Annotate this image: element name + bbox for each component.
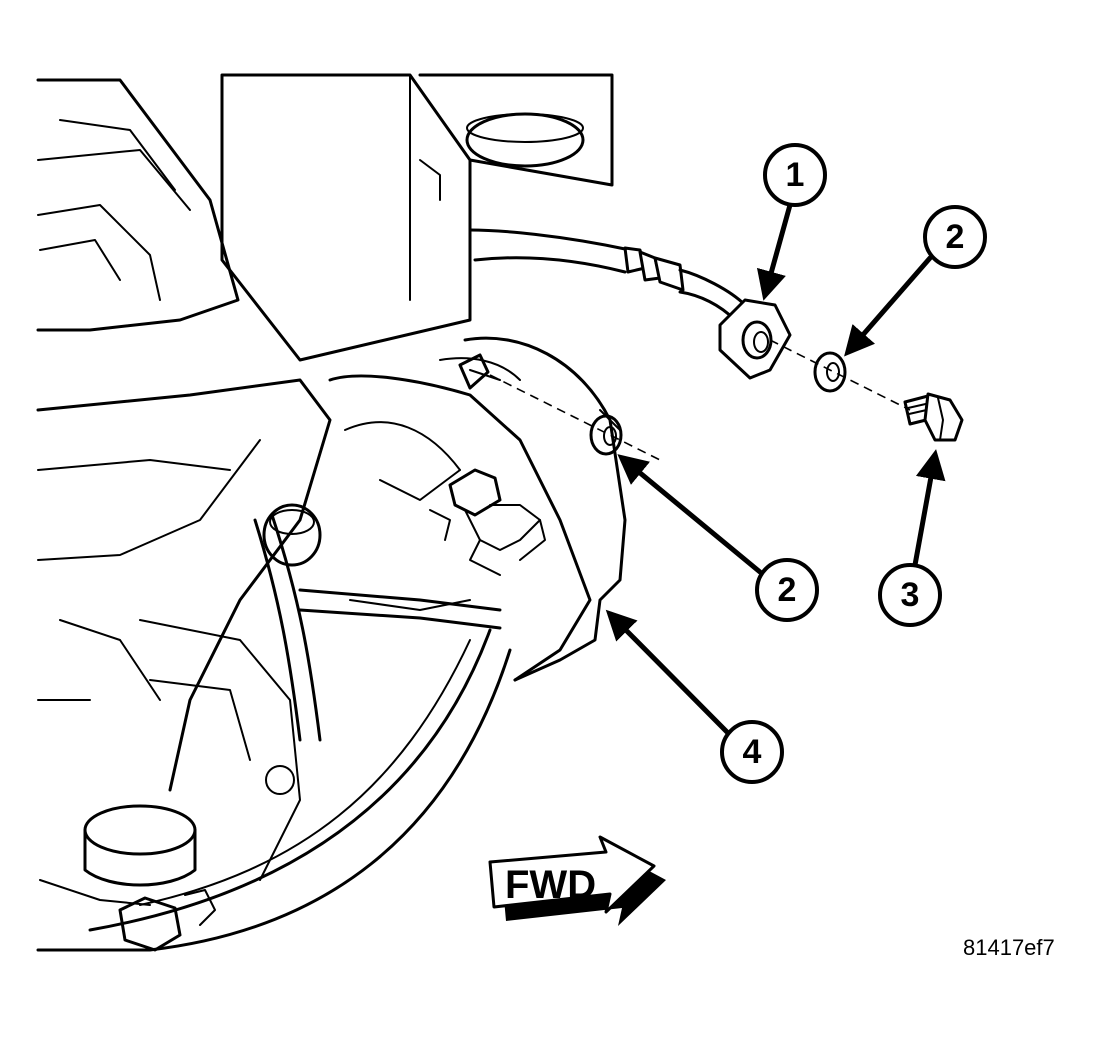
- callout-1: 1: [756, 143, 827, 301]
- fwd-label: FWD: [505, 863, 596, 907]
- callout-3: 3: [878, 449, 946, 627]
- banjo-bolt: [903, 392, 964, 442]
- brake-caliper: [429, 336, 627, 682]
- callout-2-lower: 2: [617, 454, 819, 622]
- figure-id: 81417ef7: [963, 935, 1055, 960]
- copper-washer-lower: [589, 414, 623, 456]
- callout-4: 4: [605, 609, 784, 784]
- callout-1-label: 1: [786, 156, 805, 194]
- callout-2-upper-label: 2: [946, 218, 965, 256]
- brake-hose: [468, 228, 792, 380]
- copper-washer-upper: [813, 351, 847, 393]
- callout-2-upper: 2: [844, 205, 987, 357]
- callout-2-lower-label: 2: [778, 571, 797, 609]
- forward-direction-arrow: FWD: [488, 835, 666, 926]
- callout-4-label: 4: [743, 733, 762, 771]
- vehicle-structure: [36, 73, 614, 952]
- assembly-lines: [489, 339, 911, 461]
- callout-3-label: 3: [901, 576, 920, 614]
